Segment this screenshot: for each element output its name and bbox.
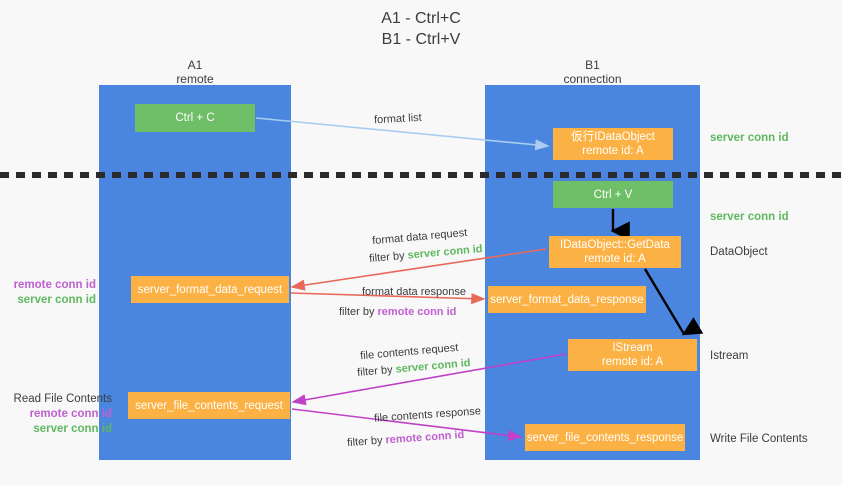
diagram-title: A1 - Ctrl+C B1 - Ctrl+V: [381, 10, 461, 48]
caption-file-contents-response-filter: filter by remote conn id: [347, 428, 465, 450]
caption-format-data-response-filter: filter by remote conn id: [339, 305, 456, 319]
label-write-file-contents: Write File Contents: [710, 433, 808, 445]
label-conn-ids-file: Read File Contents remote conn id server…: [8, 392, 112, 437]
label-server-conn-id-top: server conn id: [710, 132, 789, 144]
label-server-conn-id-mid: server conn id: [710, 211, 789, 223]
phase-divider: [0, 172, 842, 178]
column-header-a1: A1 remote: [176, 58, 214, 86]
filter-prefix: filter by: [346, 434, 386, 450]
label-conn-ids-format: remote conn id server conn id: [8, 278, 96, 308]
filter-prefix: filter by: [356, 363, 397, 379]
label-read-file-contents: Read File Contents: [13, 393, 112, 405]
label-remote-conn-id-1: remote conn id: [13, 279, 96, 291]
filter-value-server-conn-id: server conn id: [407, 243, 484, 262]
caption-file-contents-response: file contents response: [373, 405, 482, 425]
box-idataobject[interactable]: 仮行IDataObject remote id: A: [553, 128, 673, 160]
box-ctrl-c[interactable]: Ctrl + C: [135, 104, 255, 132]
caption-format-data-response: format data response: [362, 286, 466, 298]
label-server-conn-id-2: server conn id: [33, 423, 112, 435]
column-header-b1: B1 connection: [563, 58, 622, 86]
box-idataobject-getdata[interactable]: IDataObject::GetData remote id: A: [549, 236, 681, 268]
box-server-file-contents-request[interactable]: server_file_contents_request: [128, 392, 290, 419]
filter-value-remote-conn-id: remote conn id: [377, 306, 457, 318]
caption-format-list: format list: [373, 111, 422, 127]
box-istream[interactable]: IStream remote id: A: [568, 339, 697, 371]
filter-value-server-conn-id: server conn id: [395, 357, 472, 376]
box-server-file-contents-response[interactable]: server_file_contents_response: [525, 424, 685, 451]
filter-value-remote-conn-id: remote conn id: [385, 428, 465, 447]
label-dataobject: DataObject: [710, 246, 768, 258]
box-server-format-data-response[interactable]: server_format_data_response: [488, 286, 646, 313]
label-server-conn-id-1: server conn id: [17, 294, 96, 306]
box-ctrl-v[interactable]: Ctrl + V: [553, 181, 673, 208]
filter-prefix: filter by: [368, 249, 409, 265]
box-server-format-data-request[interactable]: server_format_data_request: [131, 276, 289, 303]
label-remote-conn-id-2: remote conn id: [29, 408, 112, 420]
label-istream: Istream: [710, 350, 749, 362]
filter-prefix: filter by: [339, 306, 378, 318]
